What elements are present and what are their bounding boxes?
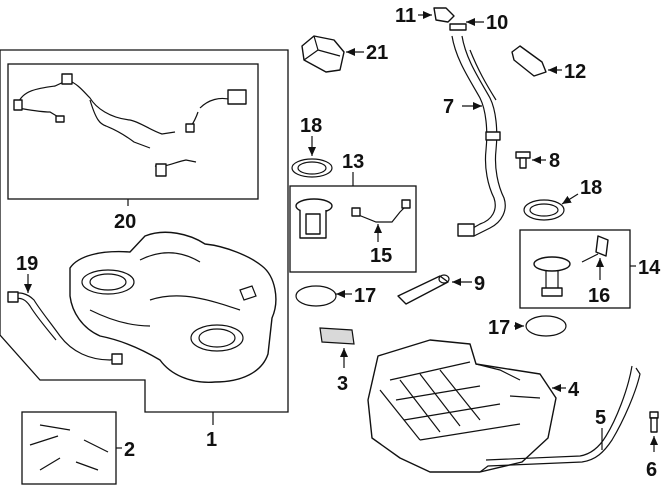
hose-9: [397, 274, 450, 305]
leader-18b: [561, 193, 579, 205]
bolt-8: [515, 151, 531, 169]
callout-18b: 18: [580, 177, 602, 199]
callout-8: 8: [549, 150, 560, 172]
callout-18a: 18: [300, 115, 322, 137]
gasket-upper: [295, 285, 337, 307]
straps-box: [21, 411, 117, 485]
heat-shield-4: [367, 339, 557, 473]
lock-ring-lower: [523, 199, 565, 221]
callout-6: 6: [646, 459, 657, 481]
sender-16: [581, 235, 609, 263]
callout-10: 10: [486, 12, 508, 34]
callout-13: 13: [342, 151, 364, 173]
tank-assembly-outline: [0, 49, 289, 413]
callout-9: 9: [474, 273, 485, 295]
filler-cap-11: [433, 7, 455, 23]
callout-19: 19: [16, 253, 38, 275]
vent-valve-12: [511, 45, 547, 77]
callout-15: 15: [370, 245, 392, 267]
shield-3: [319, 327, 355, 345]
strap-5: [479, 365, 641, 473]
lock-ring-upper: [291, 158, 333, 178]
filler-pipe-7: [451, 35, 506, 237]
harness-box: [7, 63, 259, 200]
callout-17b: 17: [488, 317, 510, 339]
module-21: [301, 35, 345, 73]
callout-17a: 17: [354, 285, 376, 307]
callout-21: 21: [366, 42, 388, 64]
seal-10: [449, 23, 467, 31]
pump-box-14: [519, 229, 631, 309]
callout-4: 4: [568, 379, 580, 401]
callout-1: 1: [206, 429, 217, 451]
wiring-harness: [13, 73, 247, 177]
pump-module-14: [533, 256, 571, 297]
vapor-tube: [7, 291, 123, 365]
gasket-lower: [525, 315, 567, 337]
callout-2: 2: [124, 439, 135, 461]
callout-20: 20: [114, 211, 136, 233]
fuel-pump-module: [295, 198, 333, 239]
callout-3: 3: [337, 373, 348, 395]
callout-12: 12: [564, 61, 586, 83]
callout-14: 14: [638, 257, 661, 279]
fuel-tank: [69, 231, 277, 383]
callout-5: 5: [595, 407, 606, 429]
fuel-sender: [351, 199, 411, 223]
tank-straps: [29, 424, 109, 471]
bolt-6: [649, 411, 659, 433]
callout-16: 16: [588, 285, 610, 307]
callout-11: 11: [395, 5, 416, 27]
callout-7: 7: [443, 96, 454, 118]
